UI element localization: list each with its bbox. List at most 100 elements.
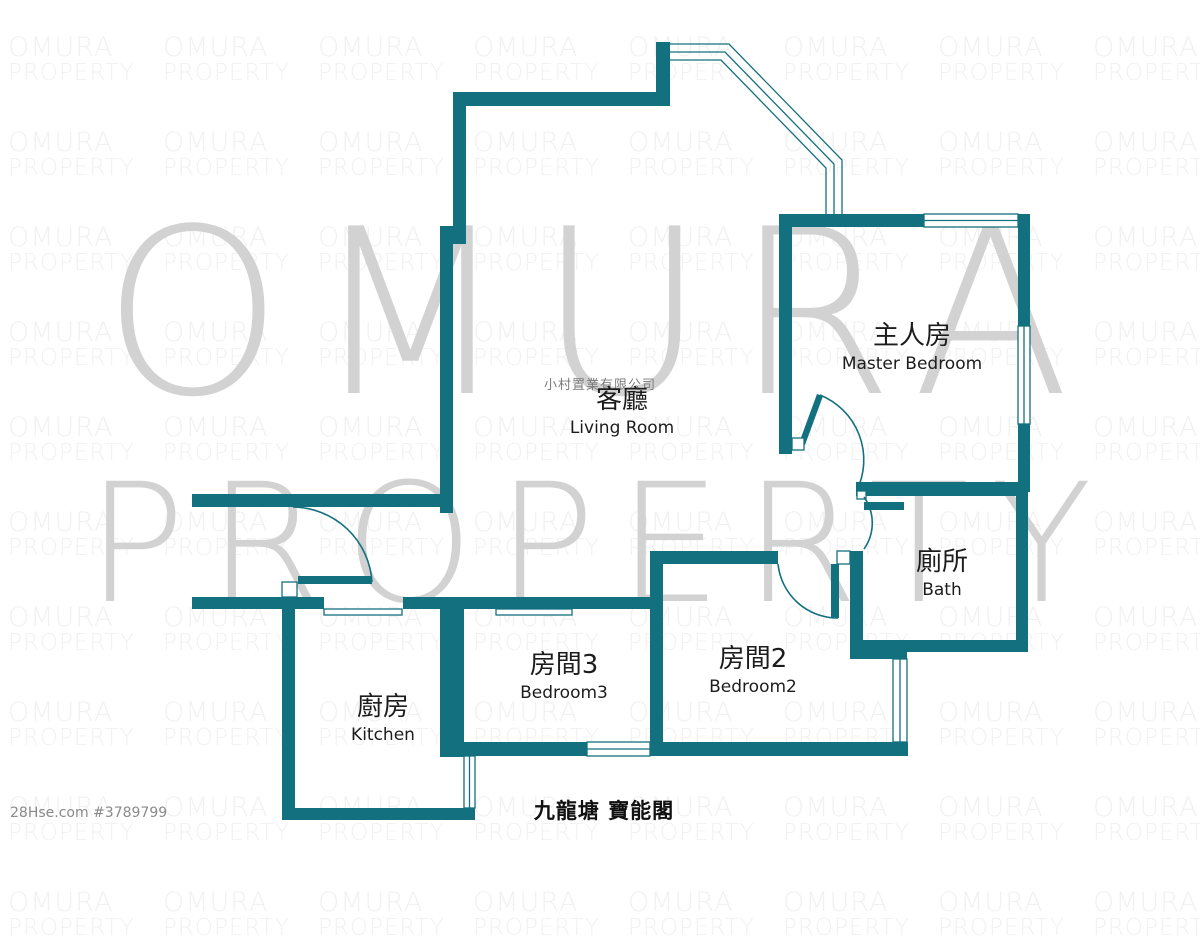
watermark-tile-line2: PROPERTY [938, 535, 1065, 561]
watermark-tile-line2: PROPERTY [473, 60, 600, 86]
watermark-tile-line1: OMURA [473, 32, 579, 63]
watermark-tile-line2: PROPERTY [783, 155, 910, 181]
watermark-tile-line2: PROPERTY [938, 440, 1065, 466]
watermark-tile-line2: PROPERTY [628, 345, 755, 371]
watermark-tile-line1: OMURA [8, 127, 114, 158]
watermark-tile-line2: PROPERTY [783, 915, 910, 941]
watermark-tile-line2: PROPERTY [8, 915, 135, 941]
room-name-zh: 客廳 [595, 385, 649, 415]
watermark-tile-line2: PROPERTY [1093, 60, 1200, 86]
watermark-tile-line2: PROPERTY [938, 725, 1065, 751]
watermark-tile-line1: OMURA [628, 792, 734, 823]
watermark-tile-line1: OMURA [1093, 127, 1199, 158]
room-name-zh: 廚房 [356, 692, 409, 722]
room-name-en: Bedroom2 [709, 676, 797, 697]
watermark-tile-line1: OMURA [1093, 602, 1199, 633]
watermark-tile-line1: OMURA [318, 412, 424, 443]
watermark-tile-line2: PROPERTY [163, 630, 290, 656]
watermark-tile-line1: OMURA [8, 222, 114, 253]
property-title: 九龍塘 寶能閣 [533, 799, 675, 823]
wall [864, 502, 904, 510]
wall [650, 551, 663, 756]
room-name-zh: 主人房 [872, 321, 952, 351]
watermark-tile-line1: OMURA [8, 792, 114, 823]
watermark-tile-line1: OMURA [628, 222, 734, 253]
watermark-tile-line2: PROPERTY [8, 250, 135, 276]
watermark-tile-line2: PROPERTY [318, 440, 445, 466]
watermark-tile-line2: PROPERTY [8, 630, 135, 656]
watermark-tile-line1: OMURA [163, 412, 269, 443]
room-name-zh: 房間2 [718, 644, 788, 674]
walls [192, 42, 1030, 820]
watermark-tile-line1: OMURA [628, 887, 734, 918]
watermark-tile-line1: OMURA [628, 507, 734, 538]
watermark-tile-line1: OMURA [938, 697, 1044, 728]
room-label-living: 客廳 Living Room [570, 385, 674, 438]
wall [650, 742, 908, 756]
wall [453, 92, 670, 106]
watermark-tile-line2: PROPERTY [473, 345, 600, 371]
watermark-tile-line2: PROPERTY [938, 250, 1065, 276]
watermark-tile-line1: OMURA [8, 317, 114, 348]
watermark-tile-line1: OMURA [318, 32, 424, 63]
watermark-tile-line1: OMURA [163, 887, 269, 918]
watermark-tile-line1: OMURA [938, 792, 1044, 823]
watermark-tile-line1: OMURA [163, 32, 269, 63]
watermark-tile-line1: OMURA [783, 507, 889, 538]
watermark-tile-line1: OMURA [473, 317, 579, 348]
watermark-tile-line2: PROPERTY [783, 250, 910, 276]
watermark-tile-line2: PROPERTY [163, 345, 290, 371]
watermark-tile-line1: OMURA [163, 317, 269, 348]
watermark-tile-line2: PROPERTY [163, 725, 290, 751]
door-leaf [799, 394, 823, 445]
watermark-tile-line2: PROPERTY [318, 725, 445, 751]
watermark-tile-line2: PROPERTY [783, 440, 910, 466]
watermark-tile-line2: PROPERTY [163, 535, 290, 561]
watermark-tile-line2: PROPERTY [318, 535, 445, 561]
watermark-tile-line1: OMURA [1093, 32, 1199, 63]
watermark-tile-line1: OMURA [163, 507, 269, 538]
watermark-tile-line2: PROPERTY [473, 250, 600, 276]
watermark-tile-line2: PROPERTY [163, 60, 290, 86]
wall [440, 597, 464, 757]
watermark-tile-line1: OMURA [783, 697, 889, 728]
watermark-tile-line2: PROPERTY [318, 60, 445, 86]
watermark-tile-line1: OMURA [473, 412, 579, 443]
floor-plan [192, 42, 1031, 820]
watermark-tile-line2: PROPERTY [938, 915, 1065, 941]
watermark-tile-line1: OMURA [938, 127, 1044, 158]
watermark-tile-line1: OMURA [938, 32, 1044, 63]
watermark-tile-line2: PROPERTY [318, 630, 445, 656]
watermark-tile-line2: PROPERTY [1093, 915, 1200, 941]
wall [1018, 424, 1030, 492]
watermark-large-omura: OMURA [102, 181, 1098, 448]
